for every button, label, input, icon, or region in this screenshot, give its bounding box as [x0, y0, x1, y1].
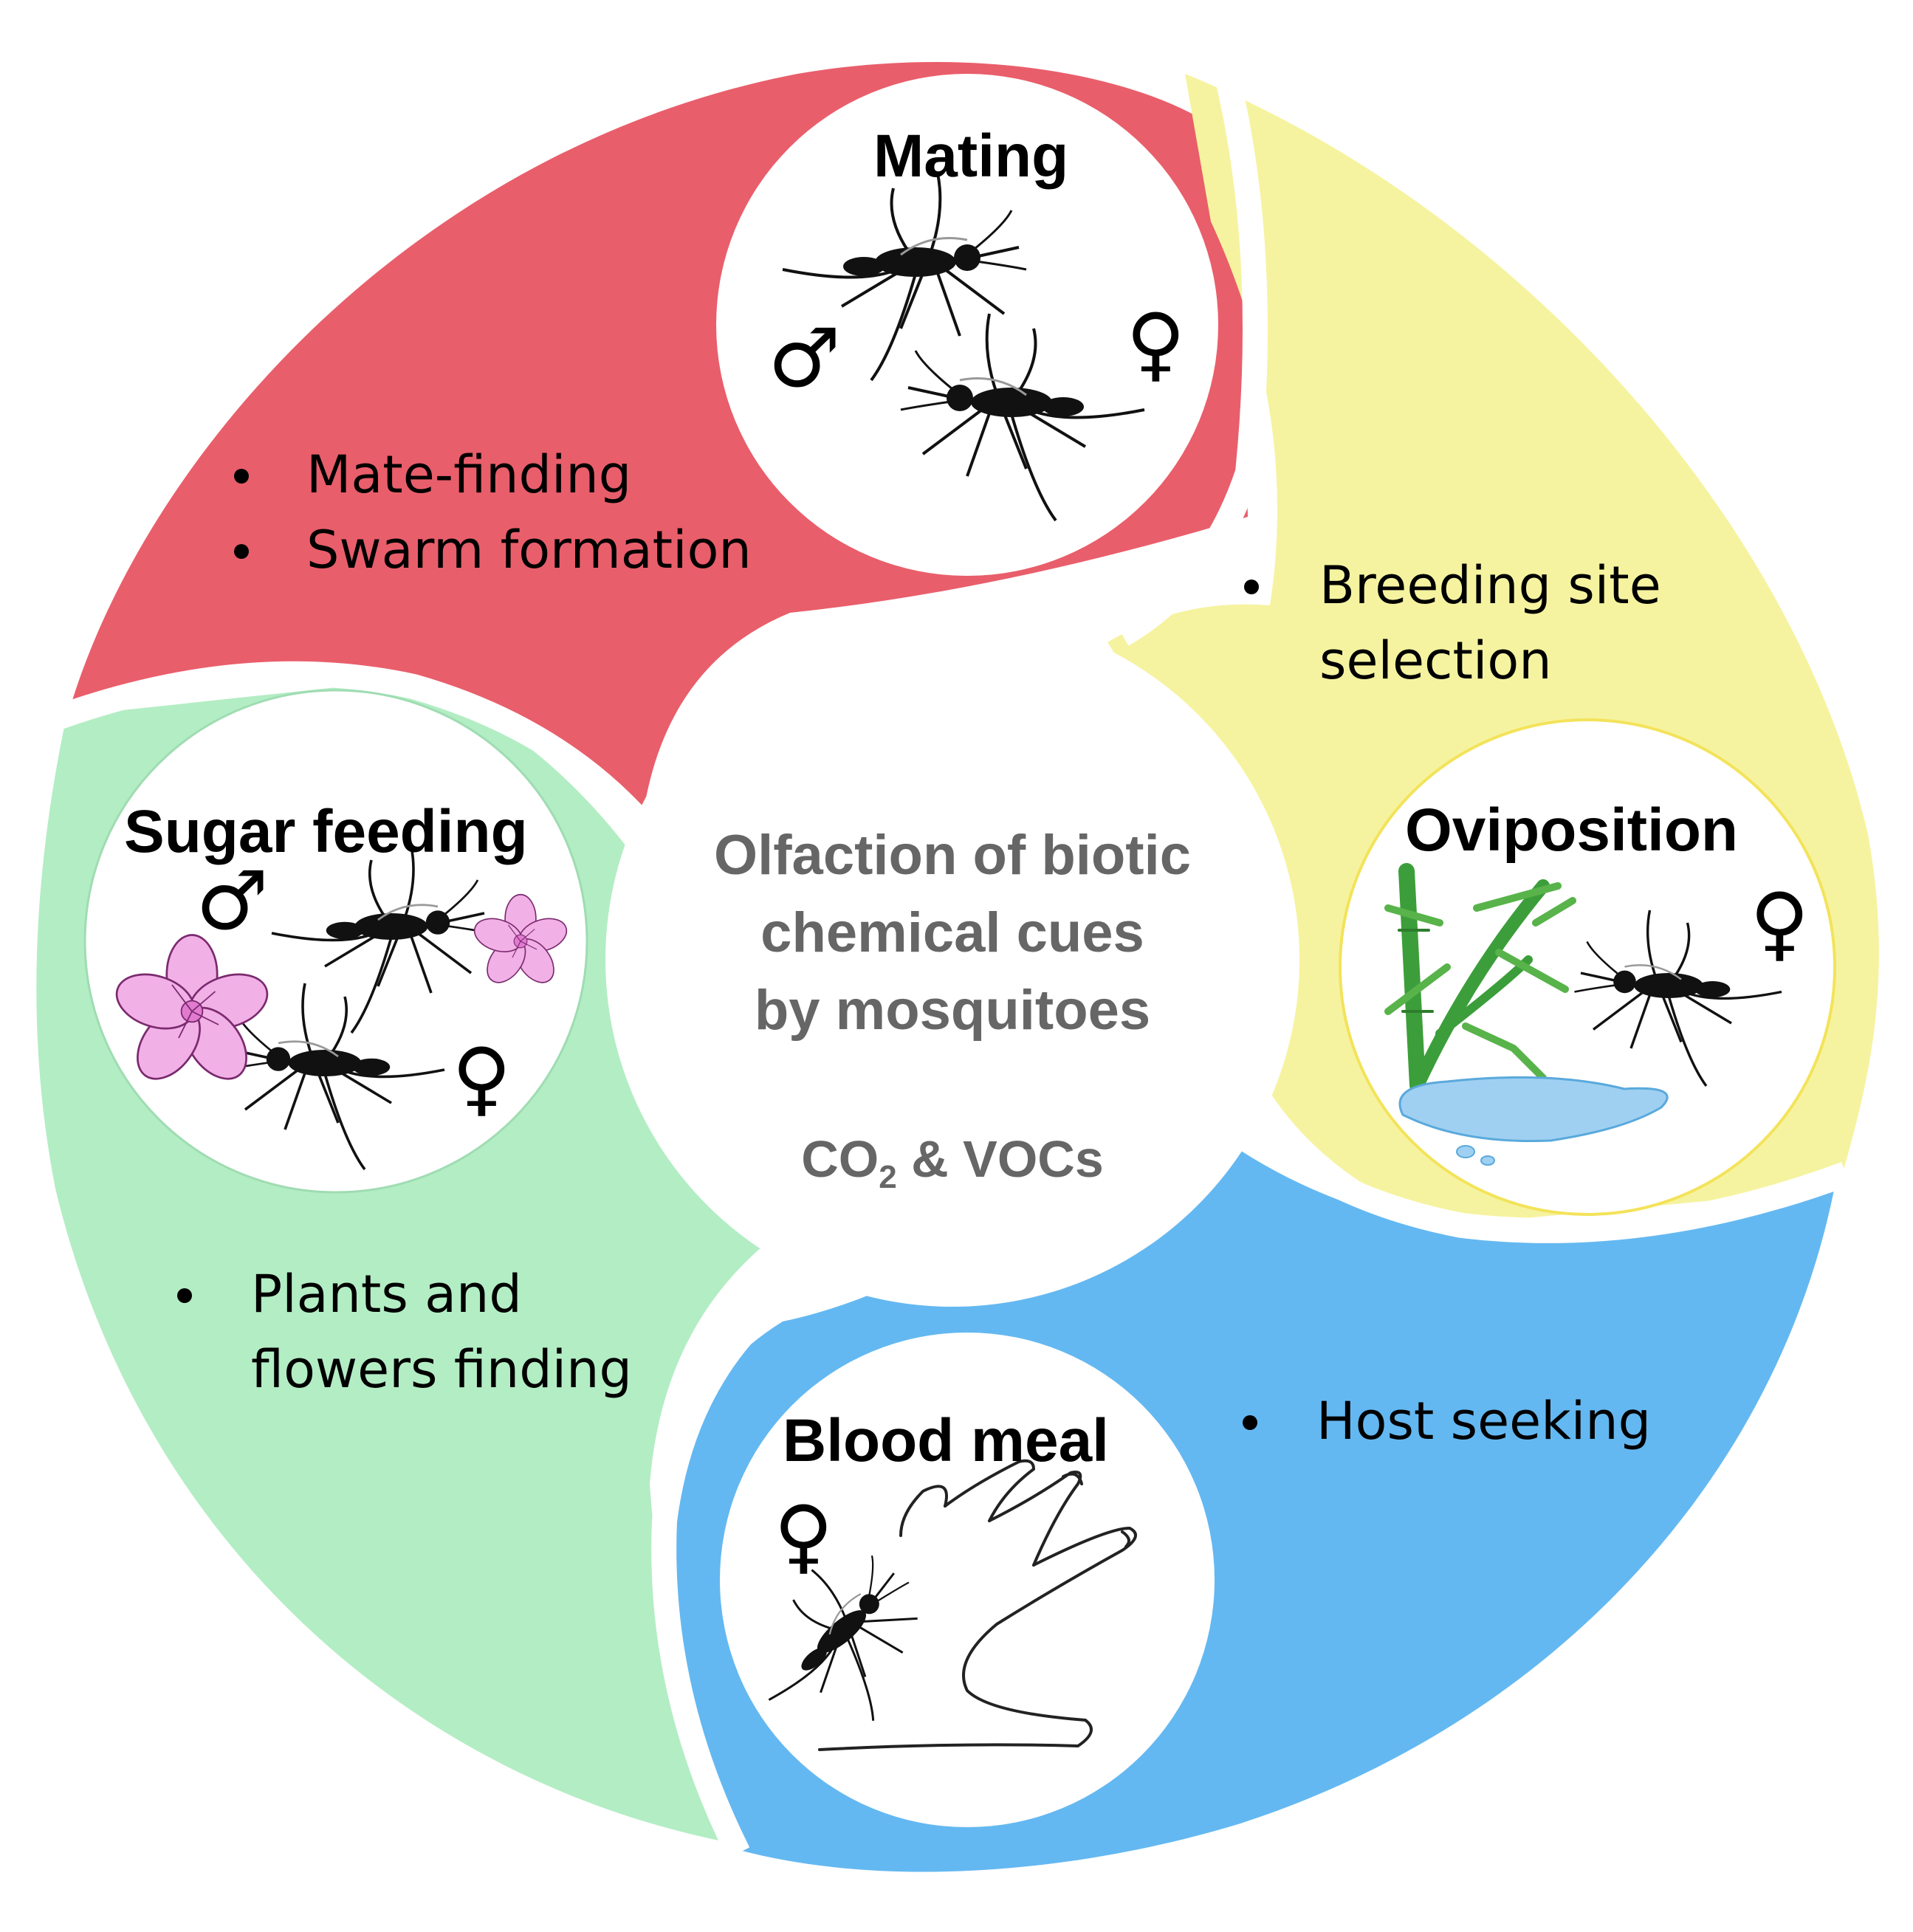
water-puddle-icon: [1398, 1076, 1669, 1166]
center-subtitle: CO2 & VOCs: [657, 1130, 1248, 1196]
mating-bullet-1: Mate-finding: [306, 444, 632, 505]
center-title-line-3: by mosquitoes: [754, 979, 1151, 1042]
bullet-dot: [234, 469, 249, 484]
blood-meal-title: Blood meal: [783, 1407, 1109, 1474]
female-symbol: ♀: [1750, 876, 1810, 970]
oviposition-title: Oviposition: [1405, 797, 1738, 864]
co2-label: CO: [801, 1130, 879, 1188]
sugar-feeding-bullet-2: flowers finding: [251, 1339, 632, 1400]
bullet-dot: [1243, 1415, 1257, 1430]
female-symbol: ♀: [452, 1031, 512, 1125]
bullet-dot: [1244, 580, 1259, 594]
hand-icon: [818, 1459, 1137, 1751]
oviposition-bullet-2: selection: [1319, 630, 1552, 691]
mating-title: Mating: [873, 123, 1069, 190]
male-symbol: ♂: [196, 853, 269, 948]
male-symbol: ♂: [768, 311, 841, 405]
bamboo-icon: [1384, 863, 1576, 1093]
blood-meal-circle: [720, 1333, 1215, 1827]
oviposition-bullet-1: Breeding site: [1319, 555, 1661, 616]
vocs-label: & VOCs: [896, 1130, 1104, 1188]
center-title-line-1: Olfaction of biotic: [714, 824, 1191, 887]
blood-meal-bullet-1: Host seeking: [1316, 1391, 1652, 1451]
mating-circle: [716, 74, 1218, 576]
mating-bullet-2: Swarm formation: [306, 520, 752, 580]
female-symbol: ♀: [1126, 296, 1186, 391]
co2-subscript: 2: [879, 1159, 897, 1195]
center-title-line-2: chemical cues: [760, 901, 1144, 964]
female-symbol: ♀: [774, 1488, 834, 1583]
sugar-feeding-title: Sugar feeding: [124, 798, 528, 865]
bullet-dot: [177, 1288, 192, 1303]
bullet-dot: [234, 544, 249, 559]
sugar-feeding-bullet-1: Plants and: [251, 1264, 522, 1324]
